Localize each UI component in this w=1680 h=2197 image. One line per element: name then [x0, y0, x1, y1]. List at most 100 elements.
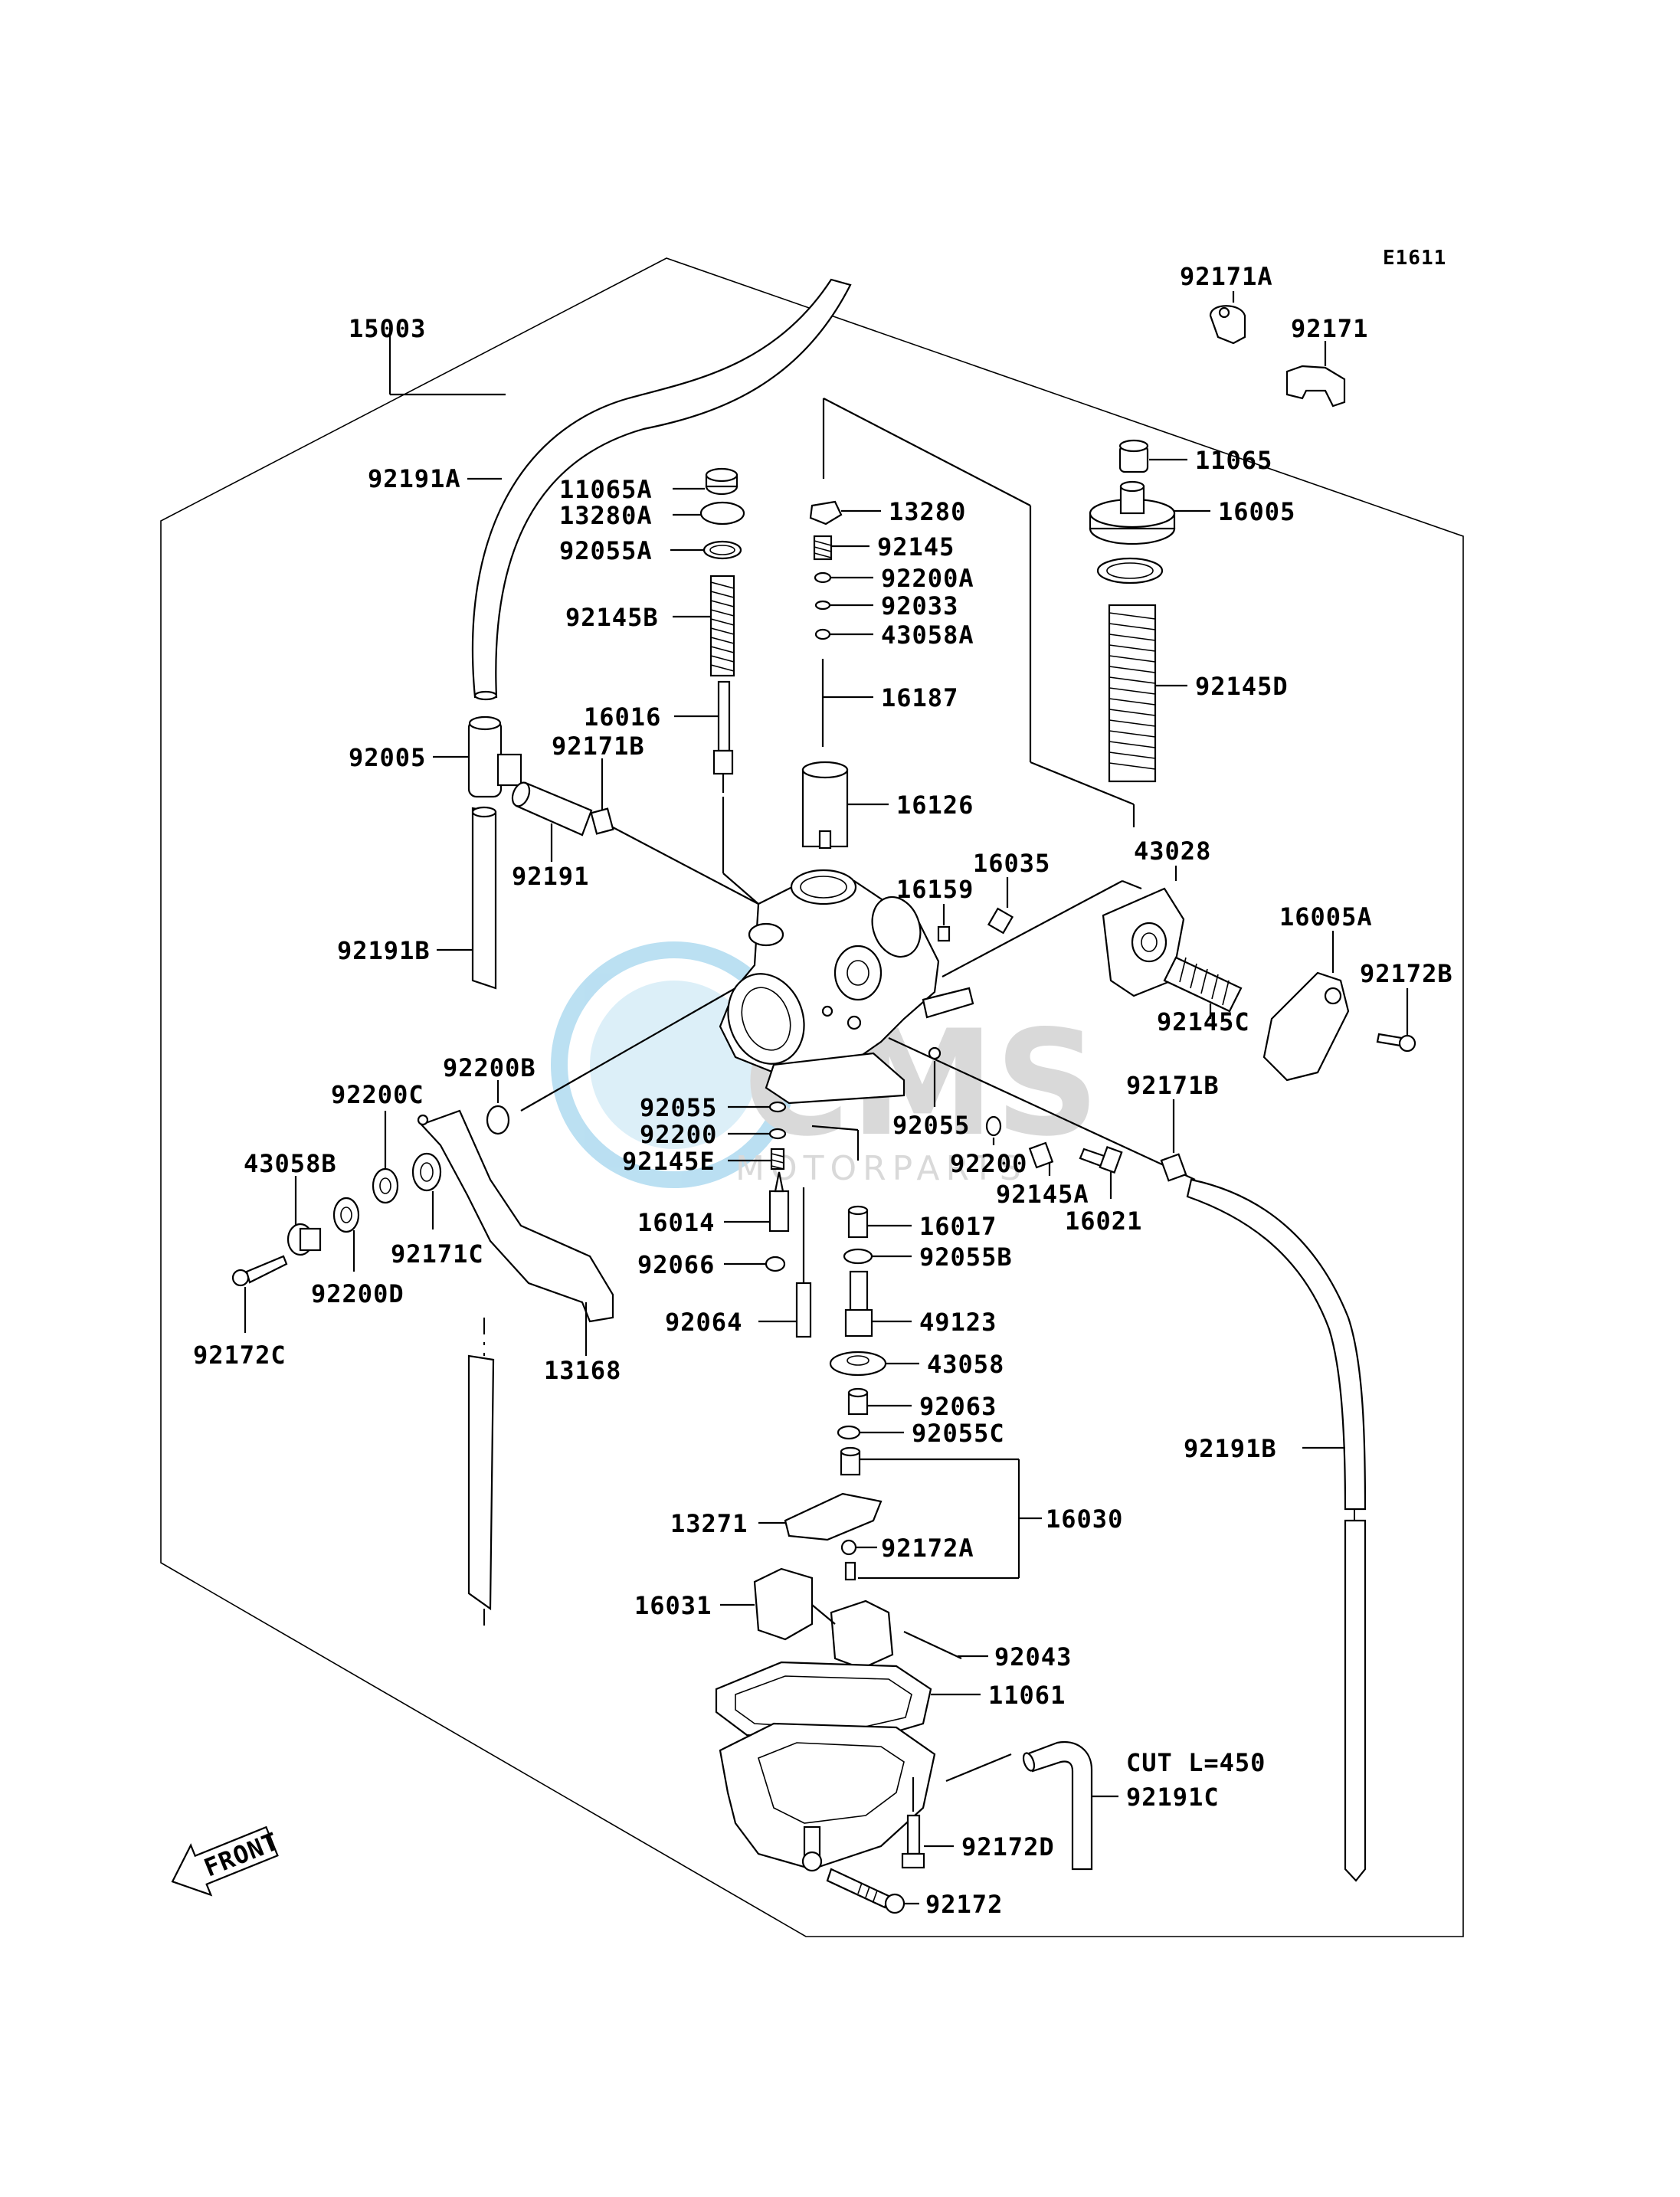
valve-16030-drawing: [840, 1446, 861, 1476]
label-49123: 49123: [919, 1308, 997, 1337]
front-label: FRONT: [200, 1826, 283, 1882]
spring-92145A: [1028, 1141, 1054, 1169]
gasket-11061: [715, 1661, 932, 1744]
spring-92145C: [1163, 956, 1243, 1013]
label-92172B: 92172B: [1360, 959, 1453, 988]
pin-under-16030: [844, 1561, 856, 1581]
label-92200A: 92200A: [881, 564, 974, 593]
label-11065A: 11065A: [559, 475, 653, 504]
label-92064: 92064: [665, 1308, 742, 1337]
top-cap-16005: [1089, 480, 1176, 545]
screw-92172B: [1376, 1033, 1416, 1053]
label-92191B-left: 92191B: [337, 936, 431, 965]
holder-43058: [829, 1351, 887, 1377]
label-43058B: 43058B: [244, 1149, 337, 1178]
label-11065: 11065: [1195, 446, 1272, 475]
label-16035: 16035: [973, 849, 1050, 878]
label-92033: 92033: [881, 591, 958, 620]
jet-92063: [847, 1387, 869, 1416]
screw-92172D: [901, 1814, 925, 1869]
label-92200-left: 92200: [640, 1120, 717, 1149]
screw-16035: [987, 907, 1014, 935]
spring-92145: [813, 535, 833, 561]
plug-16159: [937, 925, 951, 942]
label-13280: 13280: [889, 497, 966, 526]
label-16005: 16005: [1218, 497, 1295, 526]
throttle-valve-16126: [801, 761, 849, 850]
cut-note: CUT L=450: [1126, 1748, 1266, 1777]
label-92191C: 92191C: [1126, 1783, 1220, 1812]
hose-92191B-right: [1186, 1178, 1367, 1882]
label-13168: 13168: [544, 1356, 621, 1385]
jet-92064: [795, 1187, 812, 1338]
nut-13280A: [699, 501, 745, 526]
label-92055-right: 92055: [892, 1111, 970, 1140]
label-92055B: 92055B: [919, 1243, 1013, 1272]
washer-92200-right: [985, 1115, 1002, 1137]
clip-92171A: [1209, 305, 1246, 345]
clip-92171: [1285, 365, 1346, 408]
label-16031: 16031: [634, 1591, 712, 1620]
label-16030: 16030: [1046, 1505, 1123, 1534]
label-92055C: 92055C: [912, 1419, 1005, 1448]
oring-92055C: [837, 1425, 861, 1440]
label-16017: 16017: [919, 1212, 997, 1241]
label-92172A: 92172A: [881, 1534, 974, 1563]
label-92066: 92066: [637, 1250, 715, 1279]
clip-92033: [814, 600, 831, 611]
label-92005: 92005: [349, 743, 426, 772]
spring-92145E: [770, 1148, 785, 1171]
label-43028: 43028: [1134, 837, 1211, 866]
diaphragm-43028: [1102, 887, 1185, 997]
label-92063: 92063: [919, 1392, 997, 1421]
front-arrow: FRONT: [171, 1825, 283, 1897]
label-92145B: 92145B: [565, 603, 659, 632]
washer-92200A: [814, 571, 832, 584]
needle-seat-16017: [847, 1205, 869, 1239]
screw-92172: [826, 1868, 905, 1914]
spring-92145D: [1108, 604, 1157, 783]
jet-49123: [844, 1270, 873, 1338]
label-92055-left: 92055: [640, 1093, 717, 1122]
oring-92055A: [702, 540, 742, 560]
gasket-ring: [1096, 557, 1164, 584]
label-92145D: 92145D: [1195, 672, 1289, 701]
cap-11065: [1118, 439, 1149, 473]
label-92145: 92145: [877, 532, 955, 562]
label-92171C: 92171C: [391, 1239, 484, 1269]
nut-13280: [809, 500, 843, 526]
label-16016: 16016: [584, 702, 661, 732]
label-92171A: 92171A: [1180, 262, 1273, 291]
hose-92191B-left: [471, 806, 497, 990]
label-11061: 11061: [988, 1681, 1066, 1710]
label-16187: 16187: [881, 683, 958, 712]
carburetor-body: [719, 869, 974, 1105]
spring-92145B: [709, 575, 735, 677]
label-92200D: 92200D: [311, 1279, 404, 1308]
label-16014: 16014: [637, 1208, 715, 1237]
needle-16016: [712, 680, 734, 793]
washer-92200B: [486, 1105, 510, 1135]
screw-92172A: [840, 1539, 857, 1556]
label-92191: 92191: [512, 862, 589, 891]
label-92172C: 92172C: [193, 1341, 287, 1370]
label-43058A: 43058A: [881, 620, 974, 650]
label-92200C: 92200C: [331, 1080, 424, 1109]
label-92145E: 92145E: [622, 1147, 716, 1176]
label-92172: 92172: [925, 1890, 1003, 1919]
ball-92066: [765, 1256, 786, 1272]
label-16159: 16159: [896, 875, 974, 904]
pin-92043: [903, 1631, 962, 1659]
clip-92171B-top: [590, 807, 614, 835]
hose-92191C: [1022, 1740, 1093, 1871]
label-92055A: 92055A: [559, 536, 653, 565]
screw-16021: [1079, 1146, 1123, 1174]
label-92191B-right: 92191B: [1184, 1434, 1277, 1463]
hose-lower-left: [467, 1318, 495, 1632]
hose-92191: [511, 781, 593, 837]
screw-92172C: [231, 1255, 288, 1287]
label-16126: 16126: [896, 791, 974, 820]
float-16031: [753, 1567, 894, 1670]
collar-92171C: [411, 1152, 442, 1192]
